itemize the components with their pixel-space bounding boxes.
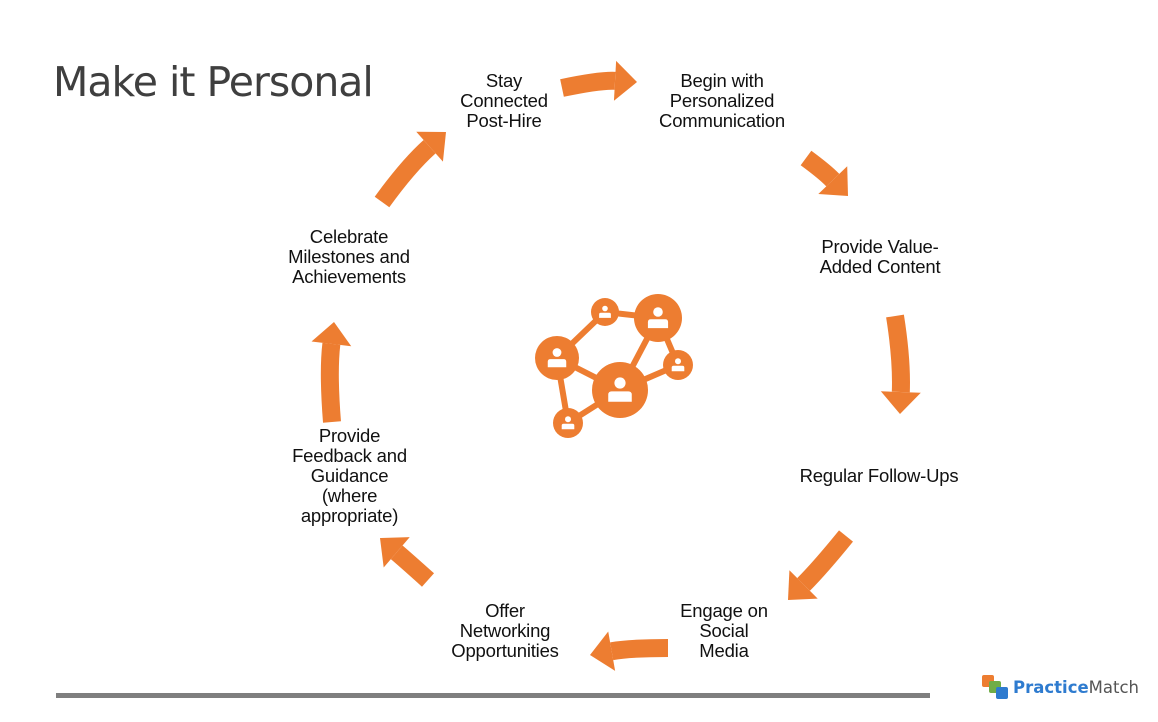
- network-node: [634, 294, 682, 342]
- person-head-icon: [653, 307, 663, 317]
- network-people-icon: [535, 294, 693, 438]
- network-node: [553, 408, 583, 438]
- person-body-icon: [608, 391, 632, 402]
- cycle-arrow-shaft: [610, 639, 669, 661]
- cycle-arrow-head-icon: [416, 131, 446, 162]
- step-offer-networking-opportunities: Offer Networking Opportunities: [451, 600, 559, 661]
- person-head-icon: [675, 358, 681, 365]
- person-body-icon: [561, 423, 575, 430]
- person-head-icon: [552, 348, 562, 357]
- network-node: [592, 362, 648, 418]
- step-celebrate-milestones: Celebrate Milestones and Achievements: [288, 226, 410, 287]
- step-provide-feedback-guidance: Provide Feedback and Guidance (where app…: [292, 425, 407, 526]
- cycle-arrow-head-icon: [880, 391, 921, 414]
- cycle-arrow-head-icon: [788, 570, 818, 600]
- cycle-arrows: [311, 60, 921, 671]
- cycle-arrow-head-icon: [380, 537, 410, 568]
- cycle-arrow-head-icon: [311, 322, 352, 347]
- person-head-icon: [614, 377, 626, 389]
- cycle-arrow-shaft: [374, 139, 436, 208]
- cycle-arrow-shaft: [390, 545, 435, 587]
- slide-title: Make it Personal: [53, 58, 374, 106]
- person-body-icon: [599, 312, 611, 318]
- person-head-icon: [602, 305, 608, 312]
- cycle-arrow-head-icon: [818, 166, 848, 196]
- cycle-arrow-shaft: [560, 71, 616, 97]
- cycle-arrow-shaft: [886, 314, 910, 393]
- cycle-arrow-shaft: [800, 150, 840, 187]
- person-body-icon: [547, 359, 567, 368]
- practicematch-logo: PracticeMatch: [982, 673, 1142, 703]
- cycle-arrow-head-icon: [613, 60, 637, 101]
- step-begin-personalized-communication: Begin with Personalized Communication: [659, 70, 785, 131]
- step-stay-connected-post-hire: Stay Connected Post-Hire: [460, 70, 548, 131]
- network-node: [535, 336, 579, 380]
- network-node: [663, 350, 693, 380]
- step-provide-value-added-content: Provide Value- Added Content: [819, 236, 941, 277]
- logo-square-blue-icon: [996, 687, 1008, 699]
- cycle-arrow-head-icon: [590, 631, 616, 671]
- cycle-arrow-shaft: [797, 530, 853, 591]
- step-regular-follow-ups: Regular Follow-Ups: [799, 465, 959, 486]
- network-node: [591, 298, 619, 326]
- person-body-icon: [671, 365, 685, 372]
- logo-wordmark: PracticeMatch: [1013, 678, 1140, 697]
- person-head-icon: [565, 416, 571, 423]
- footer-divider: [56, 693, 930, 698]
- cycle-arrow-shaft: [320, 342, 341, 423]
- person-body-icon: [647, 319, 669, 329]
- step-engage-social-media: Engage on Social Media: [680, 600, 768, 661]
